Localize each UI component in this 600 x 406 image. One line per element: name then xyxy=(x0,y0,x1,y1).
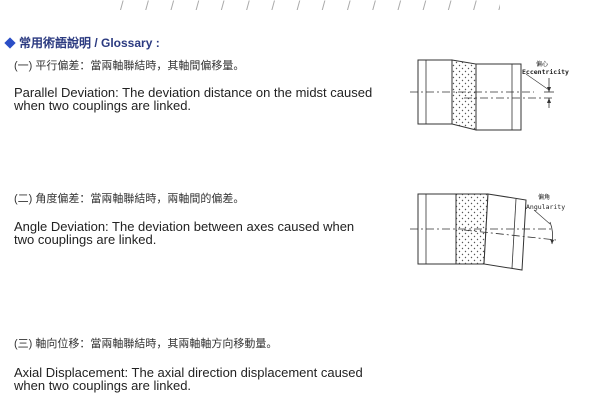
eccentricity-label-zh: 偏心 xyxy=(536,60,548,68)
slash-divider: / / / / / / / / / / / / / / / / / / / / … xyxy=(120,0,500,13)
glossary-heading: 常用術語說明 / Glossary : xyxy=(4,34,160,51)
term-angle-en: Angle Deviation: The deviation between a… xyxy=(14,219,355,247)
term-parallel-en: Parallel Deviation: The deviation distan… xyxy=(14,85,373,113)
glossary-title: 常用術語說明 / Glossary : xyxy=(19,36,160,50)
angularity-label-en: Angularity xyxy=(526,203,565,211)
term-axial-en: Axial Displacement: The axial direction … xyxy=(14,365,363,393)
angle-deviation-diagram: 偏角 Angularity xyxy=(410,193,565,271)
diamond-bullet-icon xyxy=(4,37,16,49)
eccentricity-label-en: Eccentricity xyxy=(522,68,569,76)
parallel-deviation-diagram: 偏心 Eccentricity xyxy=(410,59,569,131)
angularity-label-zh: 偏角 xyxy=(538,193,550,201)
term-parallel-zh: (一) 平行偏差：當兩軸聯結時，其軸間偏移量。 xyxy=(14,60,245,72)
term-angle-zh: (二) 角度偏差：當兩軸聯結時，兩軸間的偏差。 xyxy=(14,193,245,205)
term-axial-zh: (三) 軸向位移：當兩軸聯結時，其兩軸軸方向移動量。 xyxy=(14,338,278,350)
